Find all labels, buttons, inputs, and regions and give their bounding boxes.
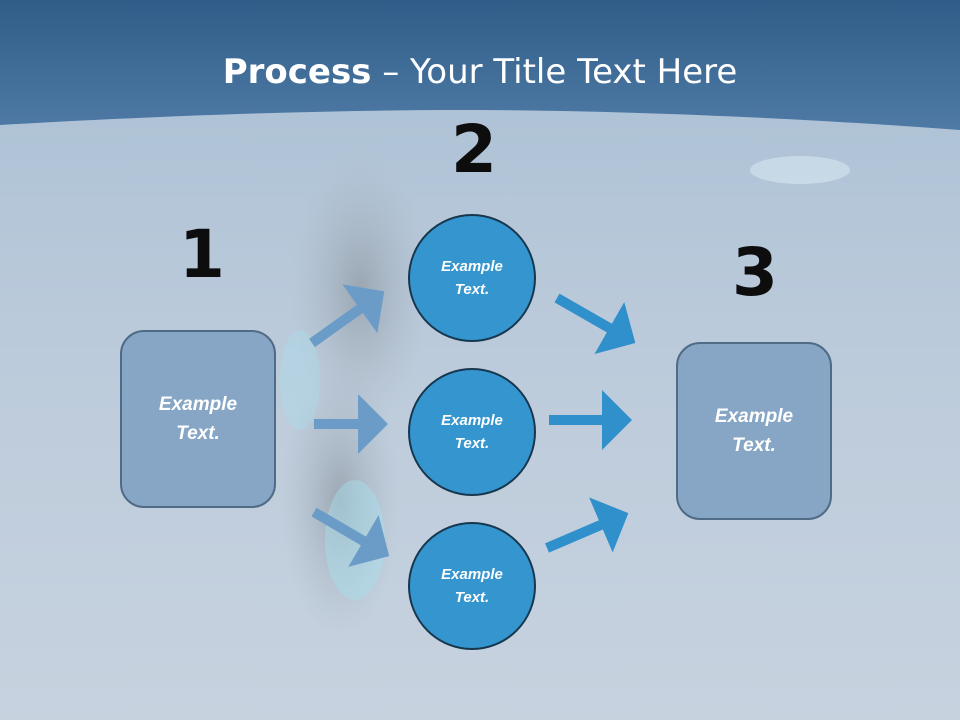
arrow-top-to-right — [554, 293, 636, 355]
slide-title: Process – Your Title Text Here — [0, 52, 960, 92]
circle-top-label: Example Text. — [441, 258, 503, 298]
step-number-3: 3 — [732, 234, 778, 311]
circle-middle-label: Example Text. — [441, 412, 503, 452]
title-bold: Process — [222, 52, 372, 92]
circle-top: Example Text. — [408, 214, 536, 342]
step-number-1: 1 — [179, 216, 225, 293]
arrow-bot-to-right — [545, 497, 629, 553]
step-number-2: 2 — [451, 111, 497, 188]
arrow-left-to-bot — [311, 507, 390, 567]
right-process-box: Example Text. — [676, 342, 832, 520]
circle-bottom-label: Example Text. — [441, 566, 503, 606]
right-box-label: Example Text. — [714, 406, 794, 456]
left-process-box: Example Text. — [120, 330, 276, 508]
circle-bottom: Example Text. — [408, 522, 536, 650]
left-box-label: Example Text. — [158, 394, 238, 444]
title-rest: – Your Title Text Here — [371, 52, 738, 92]
arrow-left-to-top — [309, 284, 385, 348]
circle-middle: Example Text. — [408, 368, 536, 496]
